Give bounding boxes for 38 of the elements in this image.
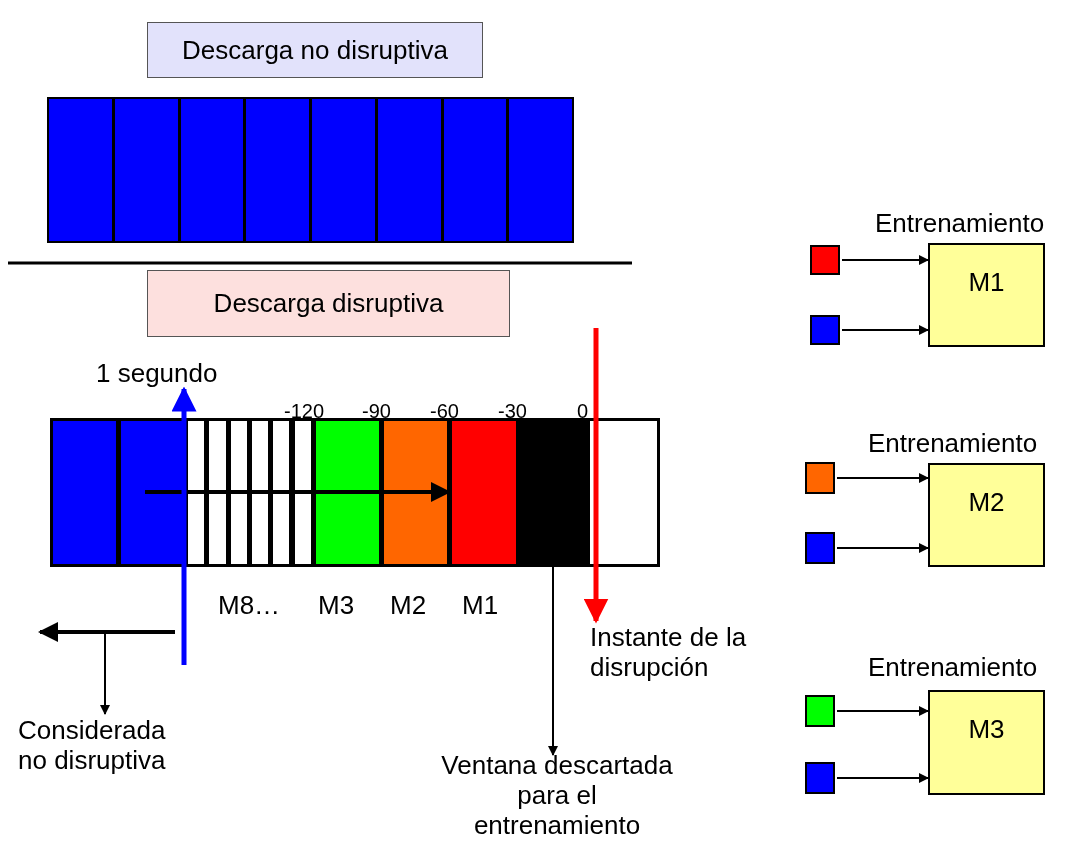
sample-square: [805, 462, 835, 494]
disruption-label: Instante de la disrupción: [590, 622, 760, 682]
training-label: Entrenamiento: [868, 652, 1038, 682]
time-label: 1 segundo: [96, 358, 261, 388]
tick-label: -90: [362, 399, 391, 424]
sample-square: [805, 762, 835, 794]
pointer-arrow: [100, 633, 110, 715]
sample-square: [810, 245, 840, 275]
arrow: [836, 706, 929, 716]
training-label: Entrenamiento: [868, 428, 1038, 458]
arrow: [836, 473, 929, 483]
pointer-arrow: [171, 386, 197, 665]
arrow: [836, 773, 929, 783]
title-box: Descarga no disruptiva: [147, 22, 483, 78]
arrow: [836, 543, 929, 553]
tick-label: -120: [284, 399, 325, 424]
arrow: [548, 566, 558, 756]
window-label: M1: [462, 590, 499, 620]
arrow: [841, 255, 929, 265]
sample-square: [805, 695, 835, 727]
tick-label: -30: [498, 399, 527, 424]
window-label: M8…: [218, 590, 281, 620]
sample-square: [805, 532, 835, 564]
training-label: Entrenamiento: [875, 208, 1045, 238]
discarded-window-segment: [519, 418, 587, 567]
model-box: M2: [928, 463, 1045, 567]
window-label: M2: [390, 590, 427, 620]
sample-square: [810, 315, 840, 345]
model-box: M1: [928, 243, 1045, 347]
model-box: M3: [928, 690, 1045, 795]
arrow: [841, 325, 929, 335]
tick-label: 0: [577, 399, 589, 424]
tick-label: -60: [430, 399, 459, 424]
window-label: M3: [318, 590, 355, 620]
note-label: Considerada no disruptiva: [18, 715, 188, 775]
title-box: Descarga disruptiva: [147, 270, 510, 337]
pointer-arrow: [583, 328, 609, 624]
note-label: Ventana descartada para el entrenamiento: [432, 750, 682, 840]
